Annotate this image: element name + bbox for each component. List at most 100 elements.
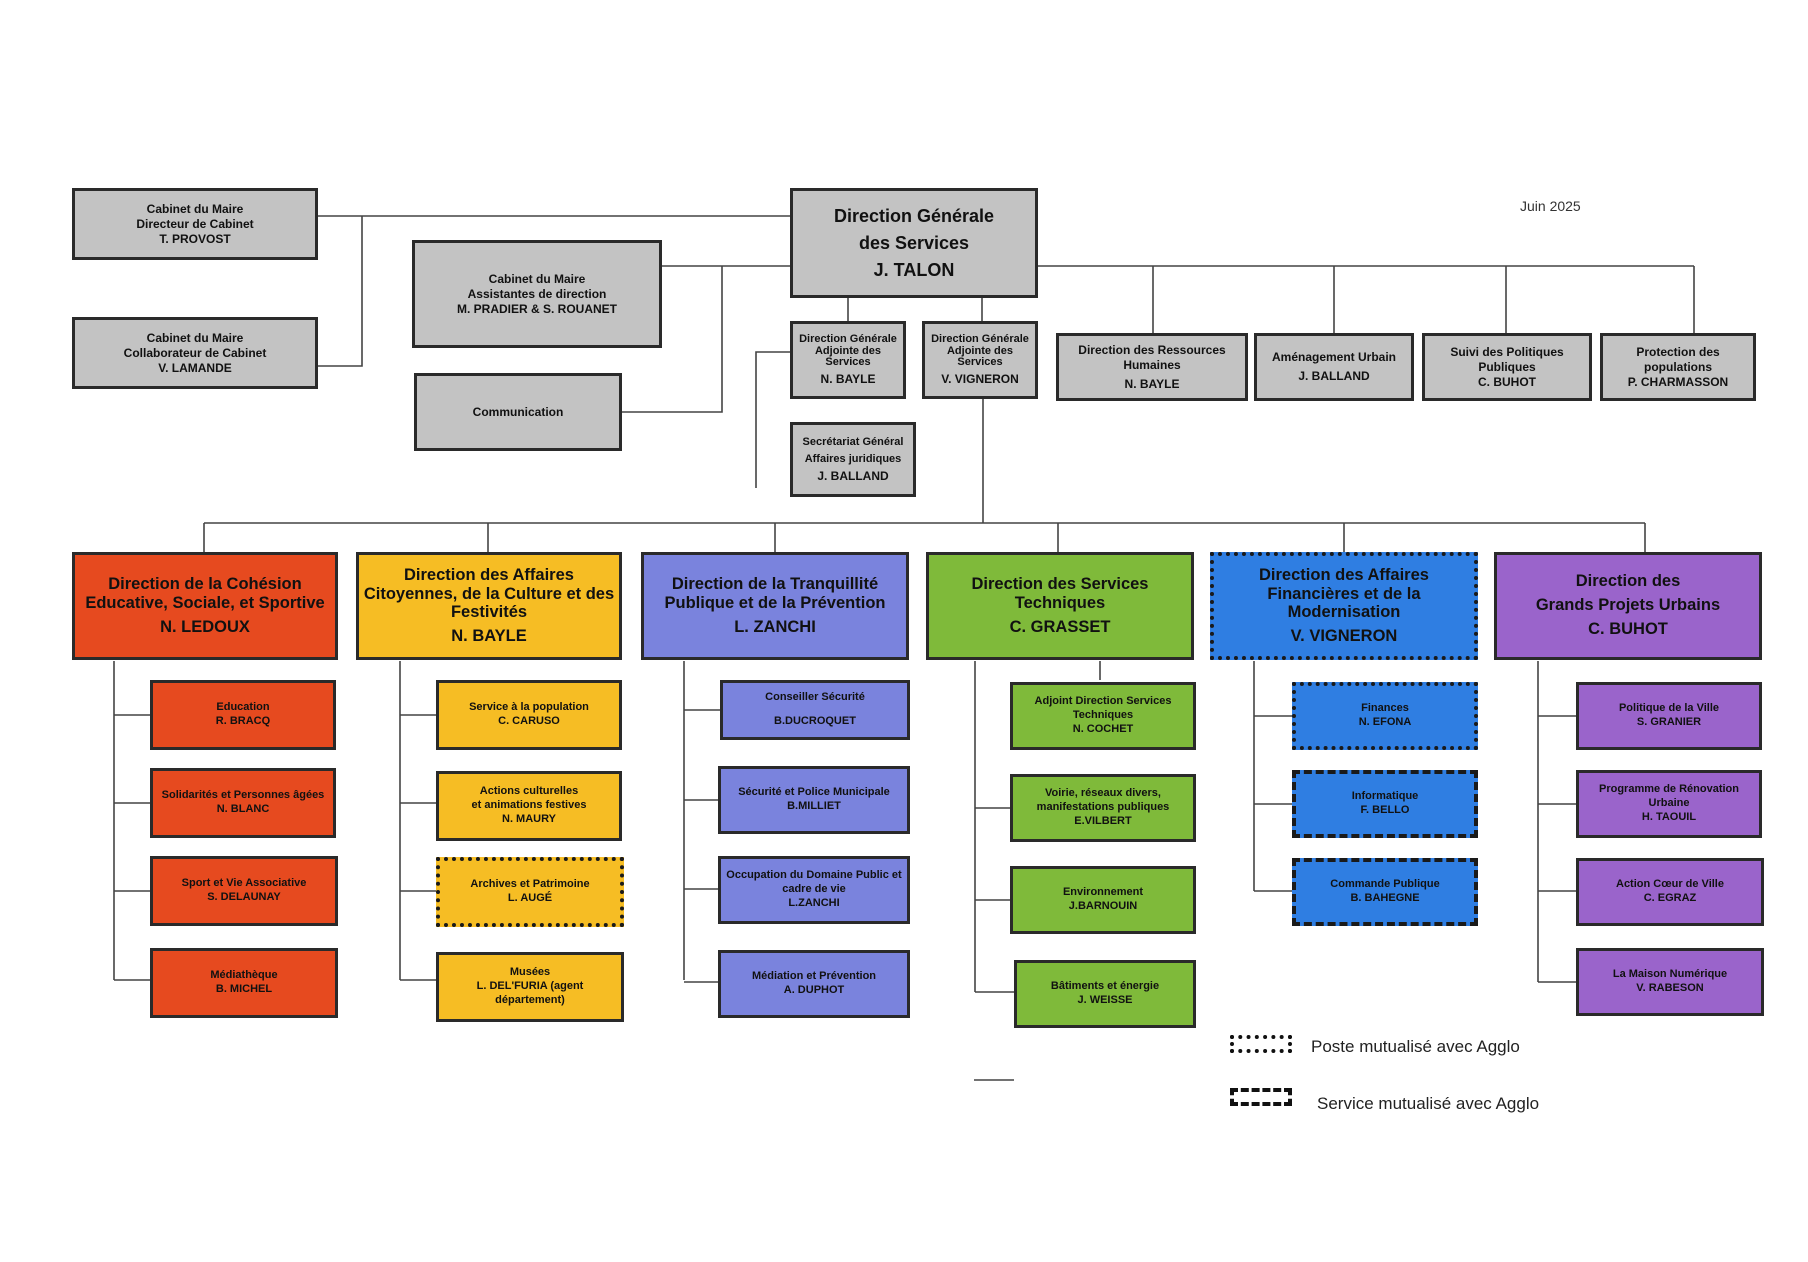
box-line: N. MAURY — [502, 812, 556, 825]
box-line: V. VIGNERON — [941, 372, 1019, 387]
dgas-bayle-box: Direction Générale Adjointe des Services… — [790, 321, 906, 399]
box-line: B.MILLIET — [787, 800, 841, 812]
box-line: H. TAOUIL — [1641, 810, 1697, 823]
box-line: Politique de la Ville — [1618, 702, 1720, 715]
box-line: Protection des — [1636, 344, 1720, 359]
box-line: N. BAYLE — [1124, 376, 1180, 391]
dgas-vigneron-box: Direction Générale Adjointe des Services… — [922, 321, 1038, 399]
service-conseiller-securite-box: Conseiller Sécurité B.DUCROQUET — [720, 680, 910, 740]
document-date: Juin 2025 — [1520, 198, 1581, 214]
box-line: Musées — [509, 966, 551, 979]
box-line: Direction des Services — [971, 575, 1149, 594]
box-line: Occupation du Domaine Public et — [726, 869, 902, 882]
box-line: La Maison Numérique — [1612, 968, 1728, 981]
direction-tranquillite-box: Direction de la Tranquillité Publique et… — [641, 552, 909, 660]
box-line: L. DEL'FURIA (agent — [476, 980, 584, 993]
box-line: Adjoint Direction Services — [1034, 695, 1172, 708]
box-line: Direction Générale — [931, 333, 1029, 346]
box-line: Direction de la Cohésion — [108, 575, 302, 594]
director-name: C. GRASSET — [1009, 618, 1111, 637]
communication-box: Communication — [414, 373, 622, 451]
box-line: Humaines — [1123, 357, 1181, 372]
box-line: Urbaine — [1648, 797, 1690, 810]
direction-affaires-citoyennes-box: Direction des Affaires Citoyennes, de la… — [356, 552, 622, 660]
box-line: J. WEISSE — [1077, 994, 1133, 1006]
box-line: Collaborateur de Cabinet — [123, 345, 267, 360]
box-line: Cabinet du Maire — [146, 201, 244, 216]
box-line: Secrétariat Général — [802, 436, 904, 448]
box-line: Programme de Rénovation — [1599, 783, 1739, 796]
legend-dashed-swatch — [1230, 1088, 1292, 1106]
box-line: des Services — [858, 232, 970, 253]
box-line: Aménagement Urbain — [1271, 350, 1397, 364]
direction-affaires-financieres-box: Direction des Affaires Financières et de… — [1210, 552, 1478, 660]
box-line: Finances — [1361, 702, 1409, 715]
service-finances-box: Finances N. EFONA — [1292, 682, 1478, 750]
box-line: E.VILBERT — [1074, 814, 1132, 827]
box-line: manifestations publiques — [1036, 801, 1170, 814]
box-line: J. BALLAND — [817, 469, 889, 483]
box-line: Modernisation — [1287, 603, 1401, 621]
suivi-politiques-box: Suivi des Politiques Publiques C. BUHOT — [1422, 333, 1592, 401]
director-name: N. LEDOUX — [160, 618, 250, 637]
service-maison-numerique-box: La Maison Numérique V. RABESON — [1576, 948, 1764, 1016]
box-line: Service à la population — [469, 701, 589, 714]
box-line: B. MICHEL — [215, 983, 273, 995]
service-education-box: Education R. BRACQ — [150, 680, 336, 750]
box-line: N. BAYLE — [820, 372, 876, 387]
box-line: C. EGRAZ — [1643, 892, 1697, 904]
director-name: V. VIGNERON — [1290, 627, 1398, 646]
legend-dotted-swatch — [1230, 1035, 1292, 1053]
box-line: Direction des Ressources — [1078, 342, 1226, 357]
box-line: cadre de vie — [782, 883, 846, 896]
cabinet-directeur-box: Cabinet du Maire Directeur de Cabinet T.… — [72, 188, 318, 260]
service-solidarites-box: Solidarités et Personnes âgées N. BLANC — [150, 768, 336, 838]
service-mediation-box: Médiation et Prévention A. DUPHOT — [718, 950, 910, 1018]
box-line: Solidarités et Personnes âgées — [161, 789, 325, 802]
box-line: C. CARUSO — [498, 715, 560, 727]
box-line: Educative, Sociale, et Sportive — [85, 593, 325, 612]
box-line: Voirie, réseaux divers, — [1045, 787, 1161, 800]
box-line: N. COCHET — [1072, 722, 1134, 735]
box-line: V. LAMANDE — [158, 360, 232, 375]
box-line: V. RABESON — [1636, 982, 1704, 994]
box-line: L.ZANCHI — [788, 896, 840, 909]
box-line: J. BALLAND — [1298, 369, 1370, 383]
box-line: Services — [957, 356, 1003, 369]
service-commande-publique-box: Commande Publique B. BAHEGNE — [1292, 858, 1478, 926]
box-line: F. BELLO — [1360, 804, 1410, 816]
box-line: Assistantes de direction — [467, 286, 607, 301]
service-domaine-public-box: Occupation du Domaine Public et cadre de… — [718, 856, 910, 924]
box-line: Techniques — [1072, 709, 1134, 722]
protection-populations-box: Protection des populations P. CHARMASSON — [1600, 333, 1756, 401]
box-line: Education — [216, 701, 270, 714]
box-line: Adjointe des — [946, 344, 1013, 357]
cabinet-assistantes-box: Cabinet du Maire Assistantes de directio… — [412, 240, 662, 348]
director-name: N. BAYLE — [451, 627, 527, 646]
box-line: Cabinet du Maire — [488, 271, 586, 286]
box-line: Direction des Affaires — [404, 566, 574, 585]
service-sport-box: Sport et Vie Associative S. DELAUNAY — [150, 856, 338, 926]
box-line: J. TALON — [873, 259, 955, 280]
box-line: P. CHARMASSON — [1627, 374, 1729, 389]
box-line: M. PRADIER & S. ROUANET — [456, 301, 617, 316]
legend-poste-label: Poste mutualisé avec Agglo — [1311, 1037, 1520, 1056]
box-line: C. BUHOT — [1478, 374, 1536, 389]
box-line: Direction Générale — [799, 333, 897, 346]
service-police-municipale-box: Sécurité et Police Municipale B.MILLIET — [718, 766, 910, 834]
box-line: Médiation et Prévention — [751, 970, 877, 983]
service-actions-culturelles-box: Actions culturelles et animations festiv… — [436, 771, 622, 841]
box-line: R. BRACQ — [215, 715, 271, 727]
box-line: T. PROVOST — [159, 231, 231, 246]
box-line: Sécurité et Police Municipale — [738, 786, 890, 799]
box-line: populations — [1644, 359, 1712, 374]
service-voirie-box: Voirie, réseaux divers, manifestations p… — [1010, 774, 1196, 842]
box-line: Publique et de la Prévention — [664, 593, 886, 612]
box-line: Grands Projets Urbains — [1535, 596, 1721, 615]
director-name: C. BUHOT — [1588, 619, 1668, 638]
cabinet-collaborateur-box: Cabinet du Maire Collaborateur de Cabine… — [72, 317, 318, 389]
box-line: Actions culturelles — [479, 785, 579, 798]
service-archives-box: Archives et Patrimoine L. AUGÉ — [436, 857, 624, 927]
box-line: Archives et Patrimoine — [470, 878, 590, 891]
box-line: Direction des Affaires — [1259, 566, 1429, 585]
